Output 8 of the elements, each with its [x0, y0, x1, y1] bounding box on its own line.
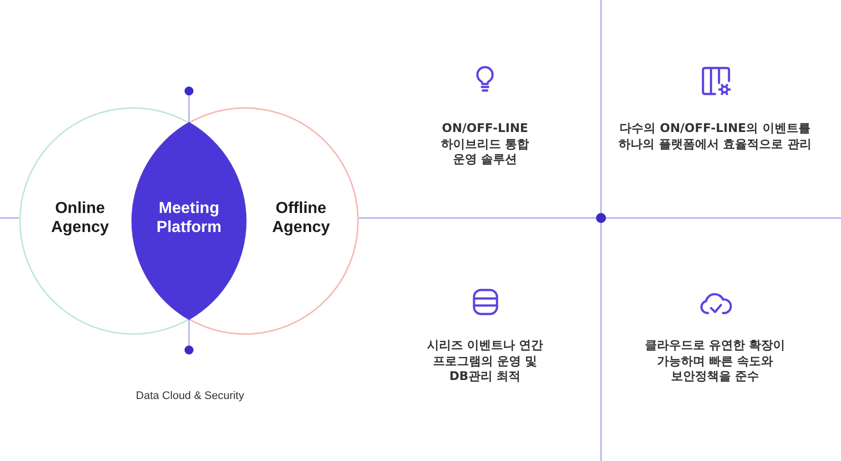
feature-text: 시리즈 이벤트나 연간 프로그램의 운영 및 DB관리 최적: [426, 338, 544, 384]
feature-text: 다수의 ON/OFF-LINE의 이벤트를 하나의 플랫폼에서 효율적으로 관리: [618, 121, 812, 152]
node-label: Online Agency: [50, 199, 110, 237]
feature-text: ON/OFF-LINE 하이브리드 통합 운영 솔루션: [440, 121, 530, 168]
caption-text: Data Cloud & Security: [134, 389, 246, 404]
feature-text: 클라우드로 유연한 확장이 가능하며 빠른 속도와 보안정책을 준수: [644, 338, 786, 384]
node-label: Meeting Platform: [156, 199, 222, 237]
node-label: Offline Agency: [271, 199, 331, 237]
